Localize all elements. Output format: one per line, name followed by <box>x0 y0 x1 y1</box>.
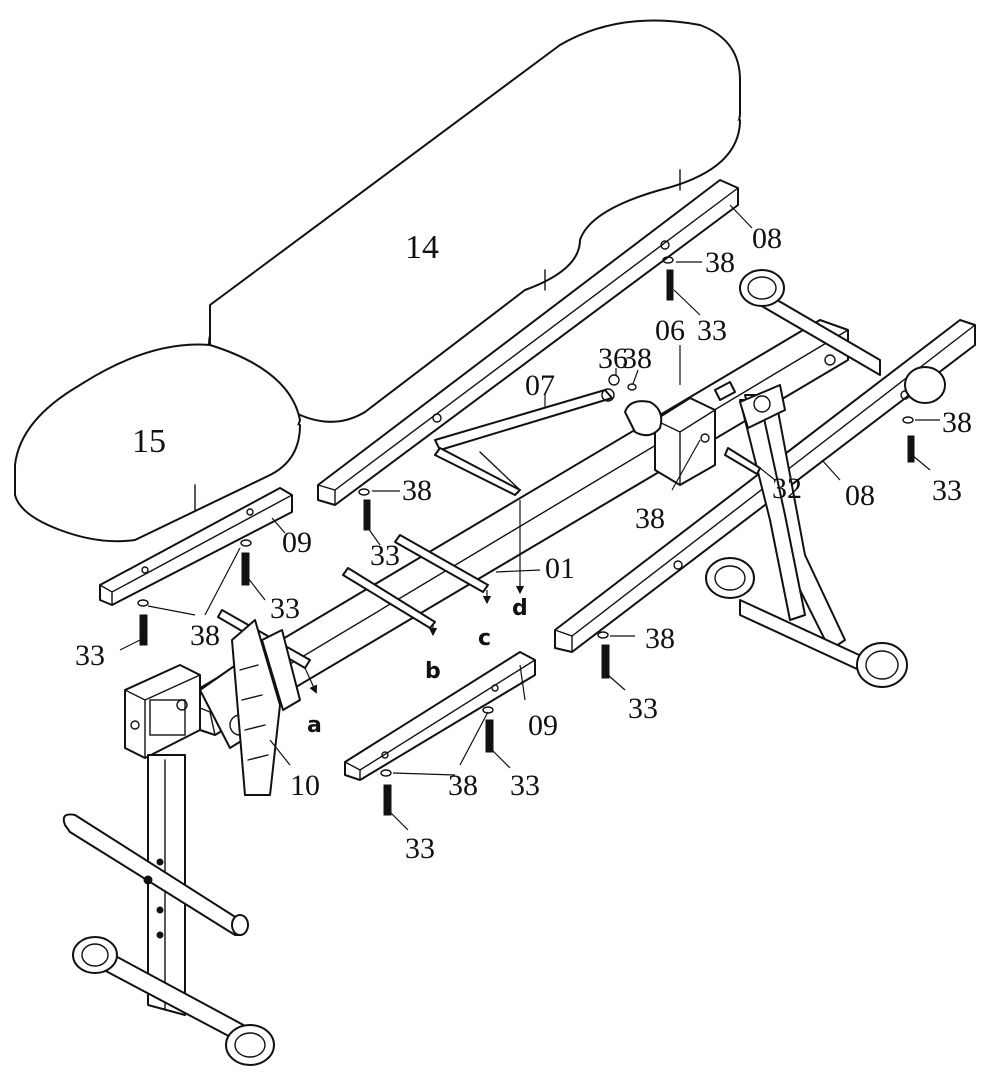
nut-36-washer-38 <box>608 374 637 391</box>
label-part-36: 36 <box>598 342 628 375</box>
label-part-33-d: 33 <box>270 592 300 625</box>
rear-foot-cap-left <box>705 557 755 599</box>
pointer-d: d <box>512 596 528 621</box>
label-part-32: 32 <box>772 472 802 505</box>
rear-foot-cap-bottom <box>856 642 908 688</box>
label-part-38-h: 38 <box>448 769 478 802</box>
label-part-33-e: 33 <box>75 639 105 672</box>
label-part-38-e: 38 <box>402 474 432 507</box>
label-part-15: 15 <box>132 423 166 460</box>
pointer-b: b <box>425 659 441 684</box>
label-part-38-a: 38 <box>705 246 735 279</box>
label-part-38-f: 38 <box>190 619 220 652</box>
pointer-c: c <box>478 626 491 651</box>
rod-07 <box>434 388 615 496</box>
crossbar-09-lower <box>344 651 536 781</box>
label-part-33-c: 33 <box>370 539 400 572</box>
bracket-06 <box>624 381 786 486</box>
adjuster-plate-10 <box>231 619 301 796</box>
label-part-08-right: 08 <box>845 479 875 512</box>
label-part-38-d: 38 <box>635 502 665 535</box>
rear-foot-cap-right <box>904 366 946 404</box>
label-part-07: 07 <box>525 369 555 402</box>
rear-foot-cap-top <box>739 269 785 307</box>
leader-lines <box>119 204 940 831</box>
label-part-38-g: 38 <box>645 622 675 655</box>
label-part-38-b: 38 <box>622 342 652 375</box>
label-part-09-upper: 09 <box>282 526 312 559</box>
front-foot-bar <box>62 813 275 1066</box>
seat-pad-15 <box>14 343 301 543</box>
bolt-set-lower <box>380 706 494 816</box>
bolt-set-top-right <box>662 256 674 301</box>
bolt-set-right-lower <box>597 631 610 679</box>
label-part-01: 01 <box>545 552 575 585</box>
part-callouts: 14 15 08 38 33 06 36 38 07 38 33 08 32 3… <box>75 222 972 865</box>
pointer-a: a <box>307 713 322 738</box>
bolt-set-left <box>137 539 252 646</box>
label-part-33-f: 33 <box>628 692 658 725</box>
label-part-33-a: 33 <box>697 314 727 347</box>
bolt-set-mid <box>358 488 371 531</box>
label-part-10: 10 <box>290 769 320 802</box>
back-pad-14 <box>208 19 741 423</box>
label-part-33-b: 33 <box>932 474 962 507</box>
label-part-33-h: 33 <box>405 832 435 865</box>
front-foot-cap-left <box>72 936 118 974</box>
label-part-08-top: 08 <box>752 222 782 255</box>
rail-08-top <box>317 179 739 506</box>
rear-leg-assembly <box>705 269 946 688</box>
pointer-letters: d c b a <box>307 596 528 738</box>
label-part-33-g: 33 <box>510 769 540 802</box>
crossbar-09-upper <box>99 487 293 606</box>
label-part-06: 06 <box>655 314 685 347</box>
front-foot-cap-right <box>225 1024 275 1066</box>
label-part-38-c: 38 <box>942 406 972 439</box>
pin-32 <box>724 447 761 475</box>
label-part-14: 14 <box>405 229 439 266</box>
label-part-09-lower: 09 <box>528 709 558 742</box>
rod-c <box>394 534 489 593</box>
